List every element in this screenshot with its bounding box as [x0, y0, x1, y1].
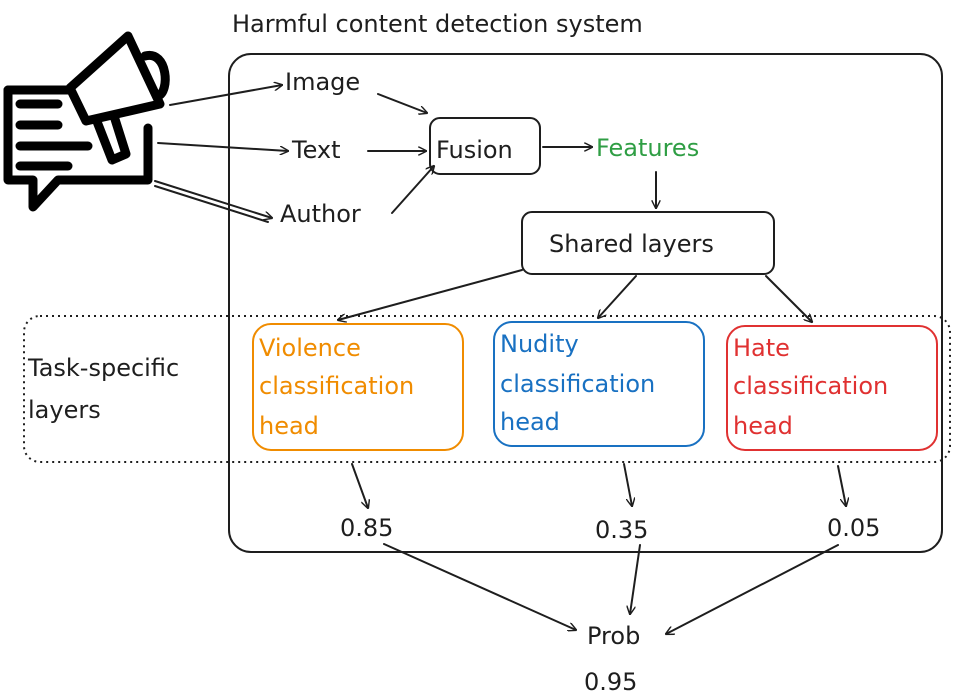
diagram-title: Harmful content detection system — [232, 10, 643, 38]
arrow-hate-score-to-prob — [666, 544, 839, 634]
arrow-nudity-score-to-prob — [630, 544, 641, 614]
arrow-violence-score-to-prob — [383, 543, 576, 630]
arrow-hate-to-score — [837, 465, 846, 506]
shared-layers-box — [521, 211, 775, 275]
hate-head-line1: Hate — [733, 334, 790, 362]
violence-head-line3: head — [259, 412, 319, 440]
arrow-icon-to-image — [169, 85, 282, 106]
shared-layers-label: Shared layers — [549, 230, 714, 258]
arrow-image-to-fusion — [377, 93, 427, 113]
violence-score: 0.85 — [340, 514, 393, 542]
task-specific-label-line2: layers — [28, 396, 101, 424]
violence-head-line1: Violence — [259, 334, 361, 362]
nudity-head-box — [493, 321, 705, 447]
fusion-label: Fusion — [436, 136, 513, 164]
fusion-box — [429, 117, 541, 175]
arrow-nudity-to-score — [623, 463, 632, 506]
prob-label: Prob — [587, 622, 640, 650]
violence-head-box — [252, 323, 464, 451]
task-specific-label-line1: Task-specific — [27, 354, 179, 382]
arrow-icon-to-text — [157, 142, 288, 151]
input-author-label: Author — [280, 200, 361, 228]
hate-head-line2: classification — [733, 372, 888, 400]
hate-score: 0.05 — [827, 514, 880, 542]
hate-head-line3: head — [733, 412, 793, 440]
system-container — [228, 53, 943, 553]
nudity-score: 0.35 — [595, 516, 648, 544]
violence-head-line2: classification — [259, 372, 414, 400]
nudity-head-line2: classification — [500, 370, 655, 398]
prob-value: 0.95 — [584, 668, 637, 696]
input-image-label: Image — [285, 68, 360, 96]
hate-head-box — [726, 325, 938, 451]
arrow-violence-to-score — [351, 463, 368, 508]
features-label: Features — [596, 134, 699, 162]
megaphone-document-icon — [3, 31, 170, 212]
nudity-head-line3: head — [500, 408, 560, 436]
nudity-head-line1: Nudity — [500, 330, 579, 358]
arrow-author-to-fusion — [391, 166, 434, 214]
arrow-icon-to-author — [154, 180, 272, 218]
arrow-shared-to-hate — [765, 275, 812, 322]
arrow-icon-to-author-double — [154, 185, 269, 223]
arrows — [154, 85, 846, 634]
arrow-shared-to-nudity — [598, 275, 637, 318]
input-text-label: Text — [291, 136, 341, 164]
arrow-shared-to-violence — [338, 269, 523, 320]
